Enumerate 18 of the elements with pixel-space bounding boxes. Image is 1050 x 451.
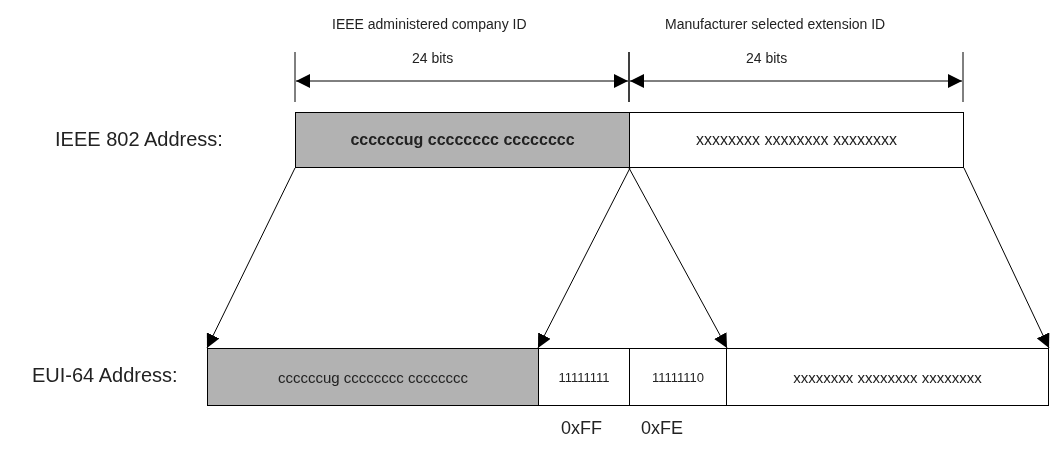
arrow xyxy=(628,167,728,349)
bit-field-box: ccccccug cccccccc cccccccc xyxy=(207,348,539,406)
hex-value: 0xFF xyxy=(561,418,602,439)
bit-field-box: xxxxxxxx xxxxxxxx xxxxxxxx xyxy=(629,112,964,168)
dimension-label: 24 bits xyxy=(746,50,788,66)
field-title: Manufacturer selected extension ID xyxy=(665,16,886,32)
row-label: EUI-64 Address: xyxy=(32,364,178,387)
field-title: IEEE administered company ID xyxy=(332,16,527,32)
bit-field-box: ccccccug cccccccc cccccccc xyxy=(295,112,630,168)
arrow xyxy=(963,167,1050,349)
bit-field-box: xxxxxxxx xxxxxxxx xxxxxxxx xyxy=(726,348,1049,406)
arrow xyxy=(206,167,296,349)
arrow xyxy=(537,167,631,349)
row-label: IEEE 802 Address: xyxy=(55,128,223,151)
bit-field-box: 11111111 xyxy=(538,348,630,406)
bit-field-box: 11111110 xyxy=(629,348,727,406)
hex-value: 0xFE xyxy=(641,418,683,439)
dimension-label: 24 bits xyxy=(412,50,454,66)
